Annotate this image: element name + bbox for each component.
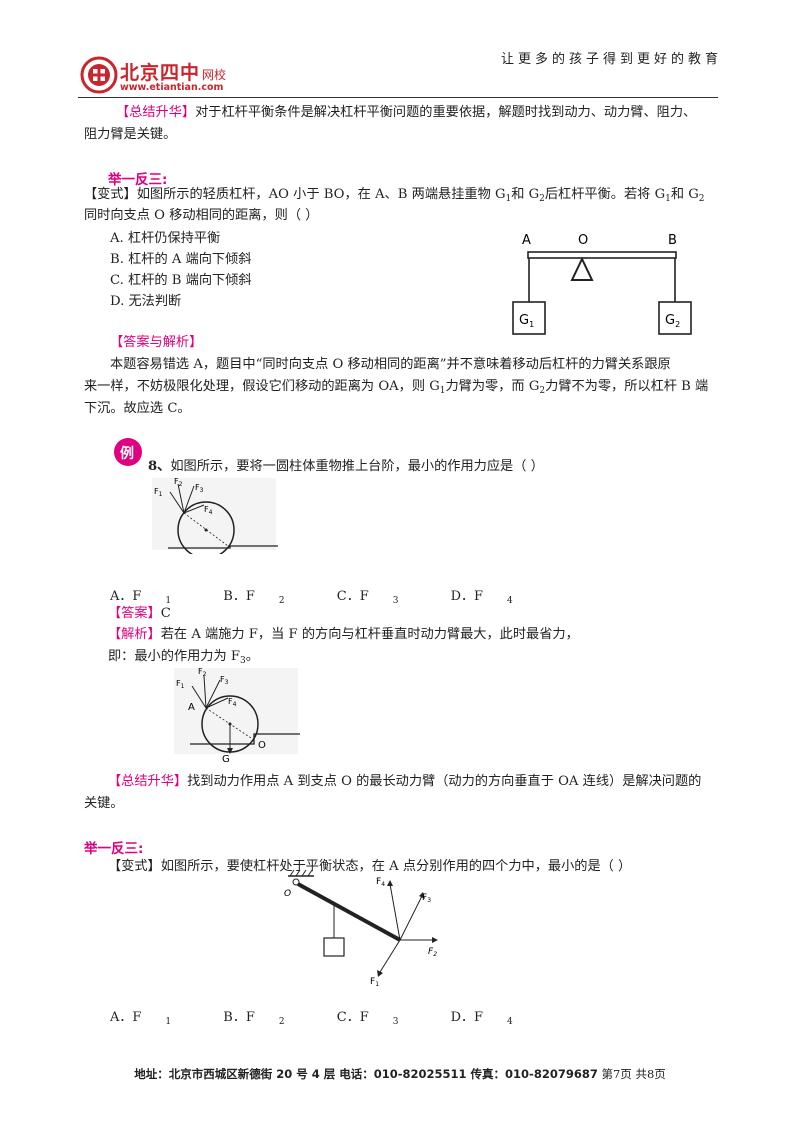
etiantian-logo: 北京四中网校 www.etiantian.com	[80, 56, 260, 96]
footer-address: 地址：北京市西城区新德街 20 号 4 层 电话：010-82025511 传真…	[134, 1067, 598, 1081]
svg-text:A: A	[188, 702, 195, 713]
svg-text:F4: F4	[376, 877, 385, 888]
fig1-label-o: O	[578, 233, 588, 248]
page-footer: 地址：北京市西城区新德街 20 号 4 层 电话：010-82025511 传真…	[0, 1066, 800, 1082]
logo-text: 北京四中网校	[120, 62, 227, 84]
fig1-label-b: B	[668, 233, 677, 248]
footer-page-number: 第7页 共8页	[597, 1067, 666, 1081]
section1-explanation-line1: 本题容易错选 A，题目中“同时向支点 O 移动相同的距离”并不意味着移动后杠杆的…	[110, 357, 671, 372]
section1-option-b: B. 杠杆的 A 端向下倾斜	[110, 252, 252, 267]
svg-text:F3: F3	[422, 893, 431, 904]
fig1-fulcrum	[570, 256, 594, 281]
fig1-lever-bar	[527, 251, 677, 259]
svg-text:G2: G2	[665, 313, 680, 329]
svg-text:F4: F4	[228, 697, 237, 708]
cylinder-figure-2: F1 F2 F3 F4 A G O	[174, 667, 300, 764]
section1-title: 举一反三:	[108, 172, 168, 188]
summary1-line1: 【总结升华】对于杠杆平衡条件是解决杠杆平衡问题的重要依据，解题时找到动力、动力臂…	[116, 105, 697, 120]
fig1-weight-g1	[512, 301, 546, 335]
header-rule	[78, 97, 718, 98]
svg-text:F4: F4	[204, 505, 213, 516]
logo-url: www.etiantian.com	[120, 82, 224, 93]
svg-text:F1: F1	[154, 487, 163, 498]
svg-text:F1: F1	[176, 679, 185, 690]
svg-text:G: G	[222, 754, 230, 764]
svg-text:G1: G1	[519, 313, 534, 329]
section1-question-line1: 【变式】如图所示的轻质杠杆，AO 小于 BO，在 A、B 两端悬挂重物 G1和 …	[84, 187, 705, 204]
fig4-weight	[323, 937, 345, 957]
svg-text:例: 例	[120, 445, 134, 462]
example8-analysis-line2: 即：最小的作用力为 F3。	[108, 649, 259, 666]
fig2-cylinder	[177, 501, 235, 554]
example8-question: 8、如图所示，要将一圆柱体重物推上台阶，最小的作用力应是（ ）	[148, 459, 544, 474]
summary2-line2: 关键。	[84, 796, 124, 811]
svg-text:F3: F3	[195, 483, 204, 494]
header-slogan: 让更多的孩子得到更好的教育	[500, 52, 722, 67]
svg-text:O: O	[258, 740, 266, 751]
summary2-line1: 【总结升华】找到动力作用点 A 到支点 O 的最长动力臂（动力的方向垂直于 OA…	[108, 774, 702, 789]
svg-text:F1: F1	[370, 977, 379, 988]
section1-option-c: C. 杠杆的 B 端向下倾斜	[110, 273, 252, 288]
section1-answer-tag: 【答案与解析】	[110, 335, 203, 350]
fig1-weight-g2	[658, 301, 692, 335]
lever-figure-2: O F4 F3 F2 F1	[284, 869, 438, 988]
section2-title: 举一反三:	[84, 841, 144, 857]
section1-explanation-line2: 来一样，不妨极限化处理，假设它们移动的距离为 OA，则 G1力臂为零，而 G2力…	[84, 379, 709, 396]
cylinder-figure-1: F1 F2 F3 F4	[152, 477, 278, 554]
example-badge-icon: 例	[114, 438, 142, 466]
svg-text:F2: F2	[198, 667, 207, 678]
svg-text:F2: F2	[428, 947, 437, 958]
svg-text:F2: F2	[174, 477, 183, 488]
example8-answer: 【答案】C	[108, 606, 171, 621]
summary1-line2: 阻力臂是关键。	[84, 127, 177, 142]
section1-option-d: D. 无法判断	[110, 294, 182, 309]
logo-emblem-icon	[80, 56, 118, 94]
section1-explanation-line3: 下沉。故应选 C。	[84, 401, 191, 416]
example8-analysis: 【解析】若在 A 端施力 F，当 F 的方向与杠杆垂直时动力臂最大，此时最省力，	[108, 627, 579, 642]
section1-question-line2: 同时向支点 O 移动相同的距离，则（ ）	[84, 208, 319, 223]
svg-text:F3: F3	[220, 675, 229, 686]
section1-option-a: A. 杠杆仍保持平衡	[110, 231, 221, 246]
section2-question: 【变式】如图所示，要使杠杆处于平衡状态，在 A 点分别作用的四个力中，最小的是（…	[108, 859, 632, 874]
svg-text:O: O	[284, 889, 291, 899]
fig1-label-a: A	[522, 233, 531, 248]
fig4-lever-bar	[297, 882, 401, 942]
lever-figure-1: A O B G1 G2	[512, 233, 692, 335]
